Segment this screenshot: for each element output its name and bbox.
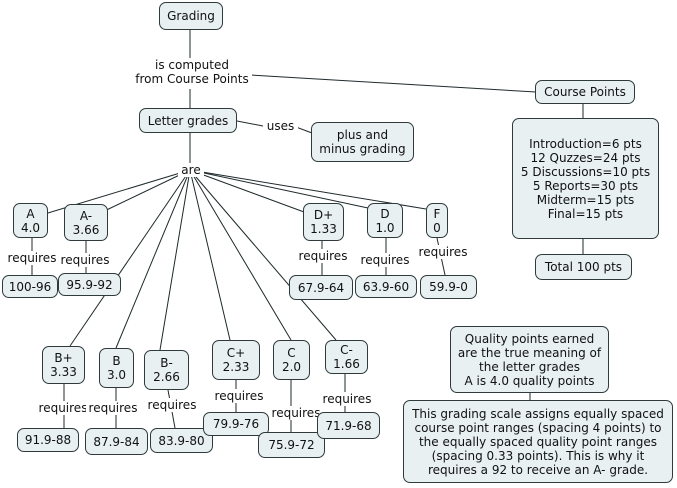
- grade-c-minus-node[interactable]: C- 1.66: [325, 340, 368, 374]
- grade-d-node[interactable]: D 1.0: [367, 203, 403, 238]
- are-link-label: are: [178, 163, 204, 177]
- b-minus-requires-label: requires: [145, 398, 199, 412]
- f-requires-label: requires: [416, 245, 470, 259]
- grade-a-node[interactable]: A 4.0: [13, 203, 48, 238]
- quality-points-node[interactable]: Quality points earned are the true meani…: [450, 326, 609, 393]
- range-c-minus-node[interactable]: 71.9-68: [317, 412, 380, 439]
- c-requires-label: requires: [269, 406, 323, 420]
- course-points-node[interactable]: Course Points: [535, 80, 635, 104]
- grade-b-minus-node[interactable]: B- 2.66: [144, 350, 189, 390]
- c-minus-requires-label: requires: [320, 392, 374, 406]
- range-c-node[interactable]: 75.9-72: [258, 432, 325, 458]
- range-a-minus-node[interactable]: 95.9-92: [58, 273, 121, 296]
- range-d-node[interactable]: 63.9-60: [355, 275, 417, 298]
- d-plus-requires-label: requires: [296, 249, 350, 263]
- grade-d-plus-node[interactable]: D+ 1.33: [303, 203, 344, 241]
- grade-c-plus-node[interactable]: C+ 2.33: [212, 340, 260, 380]
- c-plus-requires-label: requires: [212, 389, 266, 403]
- total-points-node[interactable]: Total 100 pts: [535, 254, 632, 280]
- grading-node[interactable]: Grading: [159, 2, 223, 30]
- range-d-plus-node[interactable]: 67.9-64: [289, 275, 353, 300]
- plus-minus-grading-node[interactable]: plus and minus grading: [311, 122, 414, 162]
- b-plus-requires-label: requires: [36, 401, 90, 415]
- uses-link-label: uses: [263, 119, 298, 133]
- grade-c-node[interactable]: C 2.0: [273, 340, 310, 380]
- computed-link-label: is computed from Course Points: [132, 58, 252, 88]
- range-c-plus-node[interactable]: 79.9-76: [203, 412, 269, 436]
- course-breakdown-node[interactable]: Introduction=6 pts 12 Quzzes=24 pts 5 Di…: [512, 118, 659, 239]
- letter-grades-node[interactable]: Letter grades: [139, 108, 237, 133]
- a-minus-requires-label: requires: [58, 253, 112, 267]
- a-requires-label: requires: [5, 251, 59, 265]
- d-requires-label: requires: [358, 253, 412, 267]
- grade-f-node[interactable]: F 0: [426, 203, 448, 238]
- range-f-node[interactable]: 59.9-0: [420, 275, 477, 299]
- grade-a-minus-node[interactable]: A- 3.66: [64, 204, 108, 241]
- range-b-node[interactable]: 87.9-84: [85, 428, 148, 455]
- range-a-node[interactable]: 100-96: [2, 275, 58, 298]
- b-requires-label: requires: [86, 401, 140, 415]
- grade-b-node[interactable]: B 3.0: [99, 348, 134, 388]
- range-b-plus-node[interactable]: 91.9-88: [17, 428, 79, 452]
- grade-b-plus-node[interactable]: B+ 3.33: [42, 346, 85, 384]
- range-b-minus-node[interactable]: 83.9-80: [150, 428, 213, 453]
- grading-scale-note-node[interactable]: This grading scale assigns equally space…: [403, 400, 673, 483]
